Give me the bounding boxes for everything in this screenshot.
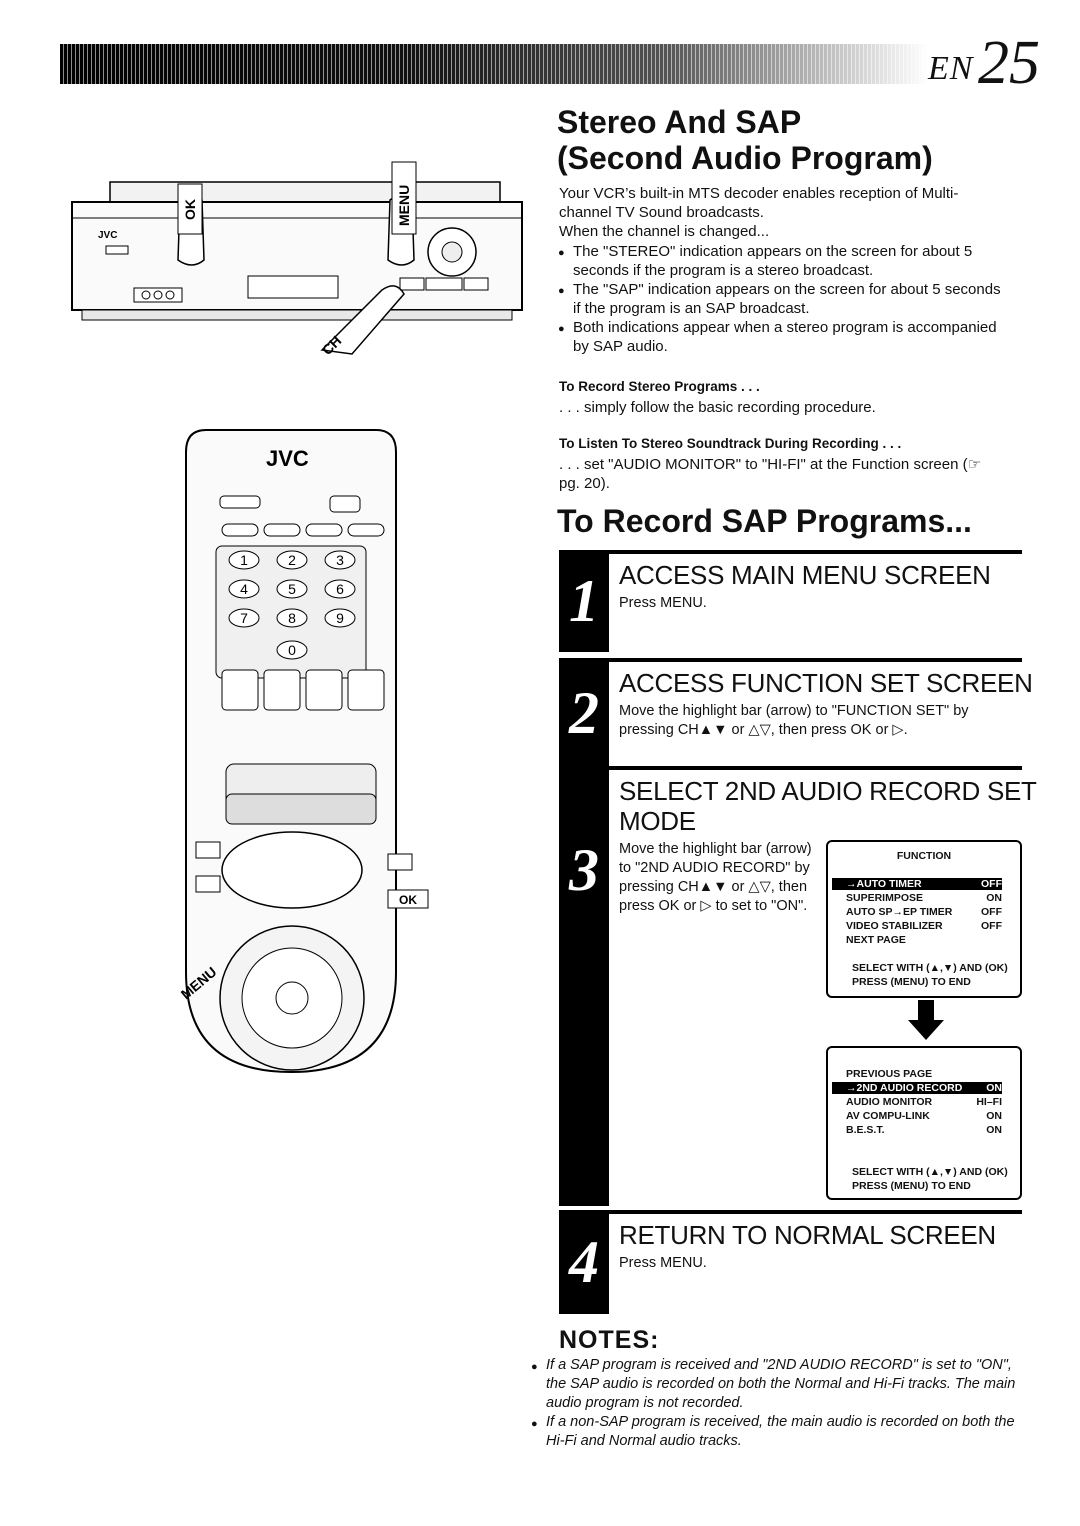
header-gradient-bar (60, 44, 928, 84)
step-body: Move the highlight bar (arrow) to "2ND A… (619, 841, 812, 914)
osd-footer: SELECT WITH (▲,▼) AND (OK) (852, 1166, 1008, 1178)
down-arrow-icon (908, 1000, 944, 1040)
osd-footer: SELECT WITH (▲,▼) AND (OK) (852, 962, 1008, 974)
step-body: Move the highlight bar (arrow) to "FUNCT… (619, 703, 969, 738)
vcr-brand-logo: JVC (98, 230, 117, 241)
svg-text:2: 2 (288, 552, 296, 568)
svg-text:7: 7 (240, 610, 248, 626)
bullet-item: Both indications appear when a stereo pr… (558, 318, 1005, 356)
listen-stereo-text: . . . set "AUDIO MONITOR" to "HI-FI" at … (559, 456, 982, 492)
sap-section-title: To Record SAP Programs... (557, 503, 972, 539)
bullet-item: The "STEREO" indication appears on the s… (558, 242, 1005, 280)
step-number: 4 (559, 1210, 609, 1314)
osd-title: FUNCTION (896, 850, 952, 862)
remote-illustration: JVC 1 2 3 4 5 6 7 8 9 0 OK MENU (178, 429, 429, 1074)
note-item: If a SAP program is received and "2ND AU… (531, 1356, 1016, 1413)
vcr-illustration: JVC OK MENU CH (71, 161, 523, 358)
bullet-item: The "SAP" indication appears on the scre… (558, 280, 1005, 318)
step-number: 1 (559, 550, 609, 652)
svg-text:5: 5 (288, 581, 296, 597)
notes-list: If a SAP program is received and "2ND AU… (531, 1356, 1016, 1451)
listen-stereo-heading: To Listen To Stereo Soundtrack During Re… (559, 436, 902, 451)
osd-footer: PRESS (MENU) TO END (852, 1180, 971, 1192)
page-title: Stereo And SAP (Second Audio Program) (557, 104, 933, 176)
intro-text: Your VCR’s built-in MTS decoder enables … (559, 185, 959, 240)
remote-ok-label: OK (399, 893, 417, 907)
step-heading: ACCESS MAIN MENU SCREEN (619, 560, 991, 590)
record-stereo-text: . . . simply follow the basic recording … (559, 399, 876, 416)
step-heading: RETURN TO NORMAL SCREEN (619, 1220, 996, 1250)
remote-keypad: 1 2 3 4 5 6 7 8 9 0 (228, 550, 356, 660)
step-divider (609, 550, 1022, 554)
svg-text:1: 1 (240, 552, 248, 568)
step-divider (609, 766, 1022, 770)
step-number: 2 (559, 658, 609, 768)
osd-footer: PRESS (MENU) TO END (852, 976, 971, 988)
svg-text:0: 0 (288, 642, 296, 658)
remote-brand-logo: JVC (266, 446, 309, 471)
notes-title: NOTES: (559, 1326, 660, 1354)
svg-text:8: 8 (288, 610, 296, 626)
step-divider (609, 1210, 1022, 1214)
svg-text:9: 9 (336, 610, 344, 626)
step-heading: ACCESS FUNCTION SET SCREEN (619, 668, 1033, 698)
vcr-menu-label: MENU (396, 185, 412, 226)
step-body: Press MENU. (619, 1255, 707, 1271)
vcr-ok-label: OK (182, 199, 198, 220)
step-number: 3 (559, 766, 609, 1206)
svg-text:6: 6 (336, 581, 344, 597)
svg-text:3: 3 (336, 552, 344, 568)
step-body: Press MENU. (619, 595, 707, 611)
svg-text:4: 4 (240, 581, 248, 597)
osd-row: PREVIOUS PAGE (846, 1068, 933, 1080)
page-number: 25 (978, 29, 1040, 97)
step-divider (609, 658, 1022, 662)
note-item: If a non-SAP program is received, the ma… (531, 1413, 1016, 1451)
language-label: EN (928, 50, 974, 87)
osd-row: B.E.S.T.ON (846, 1124, 1002, 1136)
osd-row: NEXT PAGE (846, 934, 906, 946)
record-stereo-heading: To Record Stereo Programs . . . (559, 379, 760, 394)
intro-bullets: The "STEREO" indication appears on the s… (558, 242, 1005, 356)
step-heading: SELECT 2ND AUDIO RECORD SET MODE (619, 776, 1037, 836)
